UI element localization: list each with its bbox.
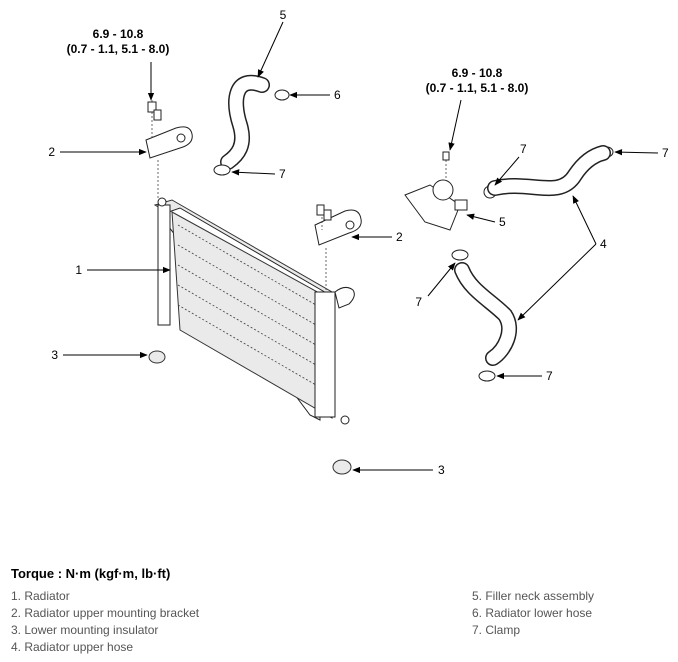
legend-item-lower-mounting-insulator: 3. Lower mounting insulator [11,623,159,637]
clamp-top [274,89,290,101]
clamp-lower-hose-bottom [213,164,231,176]
torque-value-right: 6.9 - 10.8 [452,66,503,80]
callout-1: 1 [75,263,82,277]
filler-neck-assembly [404,151,468,231]
callout-2-left: 2 [48,145,55,159]
callout-3-left: 3 [51,348,58,362]
callout-5: 5 [499,215,506,229]
radiator [153,197,355,425]
legend-item-upper-mounting-bracket: 2. Radiator upper mounting bracket [11,606,200,620]
torque-range-left: (0.7 - 1.1, 5.1 - 8.0) [67,42,170,56]
legend: Torque : N·m (kgf·m, lb·ft) 1. Radiator … [0,560,678,662]
callout-6: 5 [280,8,287,22]
upper-mounting-bracket-left [145,100,193,198]
torque-value-left: 6.9 - 10.8 [93,27,144,41]
upper-mounting-bracket-right [314,204,362,290]
lower-mounting-insulator-bottom [332,459,352,475]
legend-item-radiator: 1. Radiator [11,589,70,603]
exploded-diagram: 6.9 - 10.8 (0.7 - 1.1, 5.1 - 8.0) 6.9 - … [48,8,669,477]
radiator-lower-hose [220,74,270,170]
legend-item-lower-hose: 6. Radiator lower hose [472,606,593,620]
callout-7-filler-lower: 7 [415,295,422,309]
callout-7-lower-hose: 7 [279,167,286,181]
callout-7-far-right: 7 [662,146,669,160]
clamp-bottom-right [478,370,496,382]
callout-7-bottom-right: 7 [546,369,553,383]
radiator-core-fins [177,224,329,393]
torque-unit-heading: Torque : N·m (kgf·m, lb·ft) [11,566,171,581]
legend-item-filler-neck: 5. Filler neck assembly [472,589,595,603]
callout-2-right: 2 [396,230,403,244]
legend-list-right: 5. Filler neck assembly 6. Radiator lowe… [472,588,594,639]
legend-item-clamp: 7. Clamp [472,623,521,637]
torque-range-right: (0.7 - 1.1, 5.1 - 8.0) [426,81,529,95]
legend-list-left: 1. Radiator 2. Radiator upper mounting b… [11,588,199,656]
lower-mounting-insulator-left [148,350,166,364]
callout-7-upper-left: 7 [520,142,527,156]
clamp-filler-lower [451,249,469,261]
callout-7-top: 6 [334,88,341,102]
callout-3-bottom: 3 [438,463,445,477]
callout-4: 4 [600,237,607,251]
radiator-upper-hose [454,145,611,366]
legend-item-upper-hose: 4. Radiator upper hose [11,640,134,654]
